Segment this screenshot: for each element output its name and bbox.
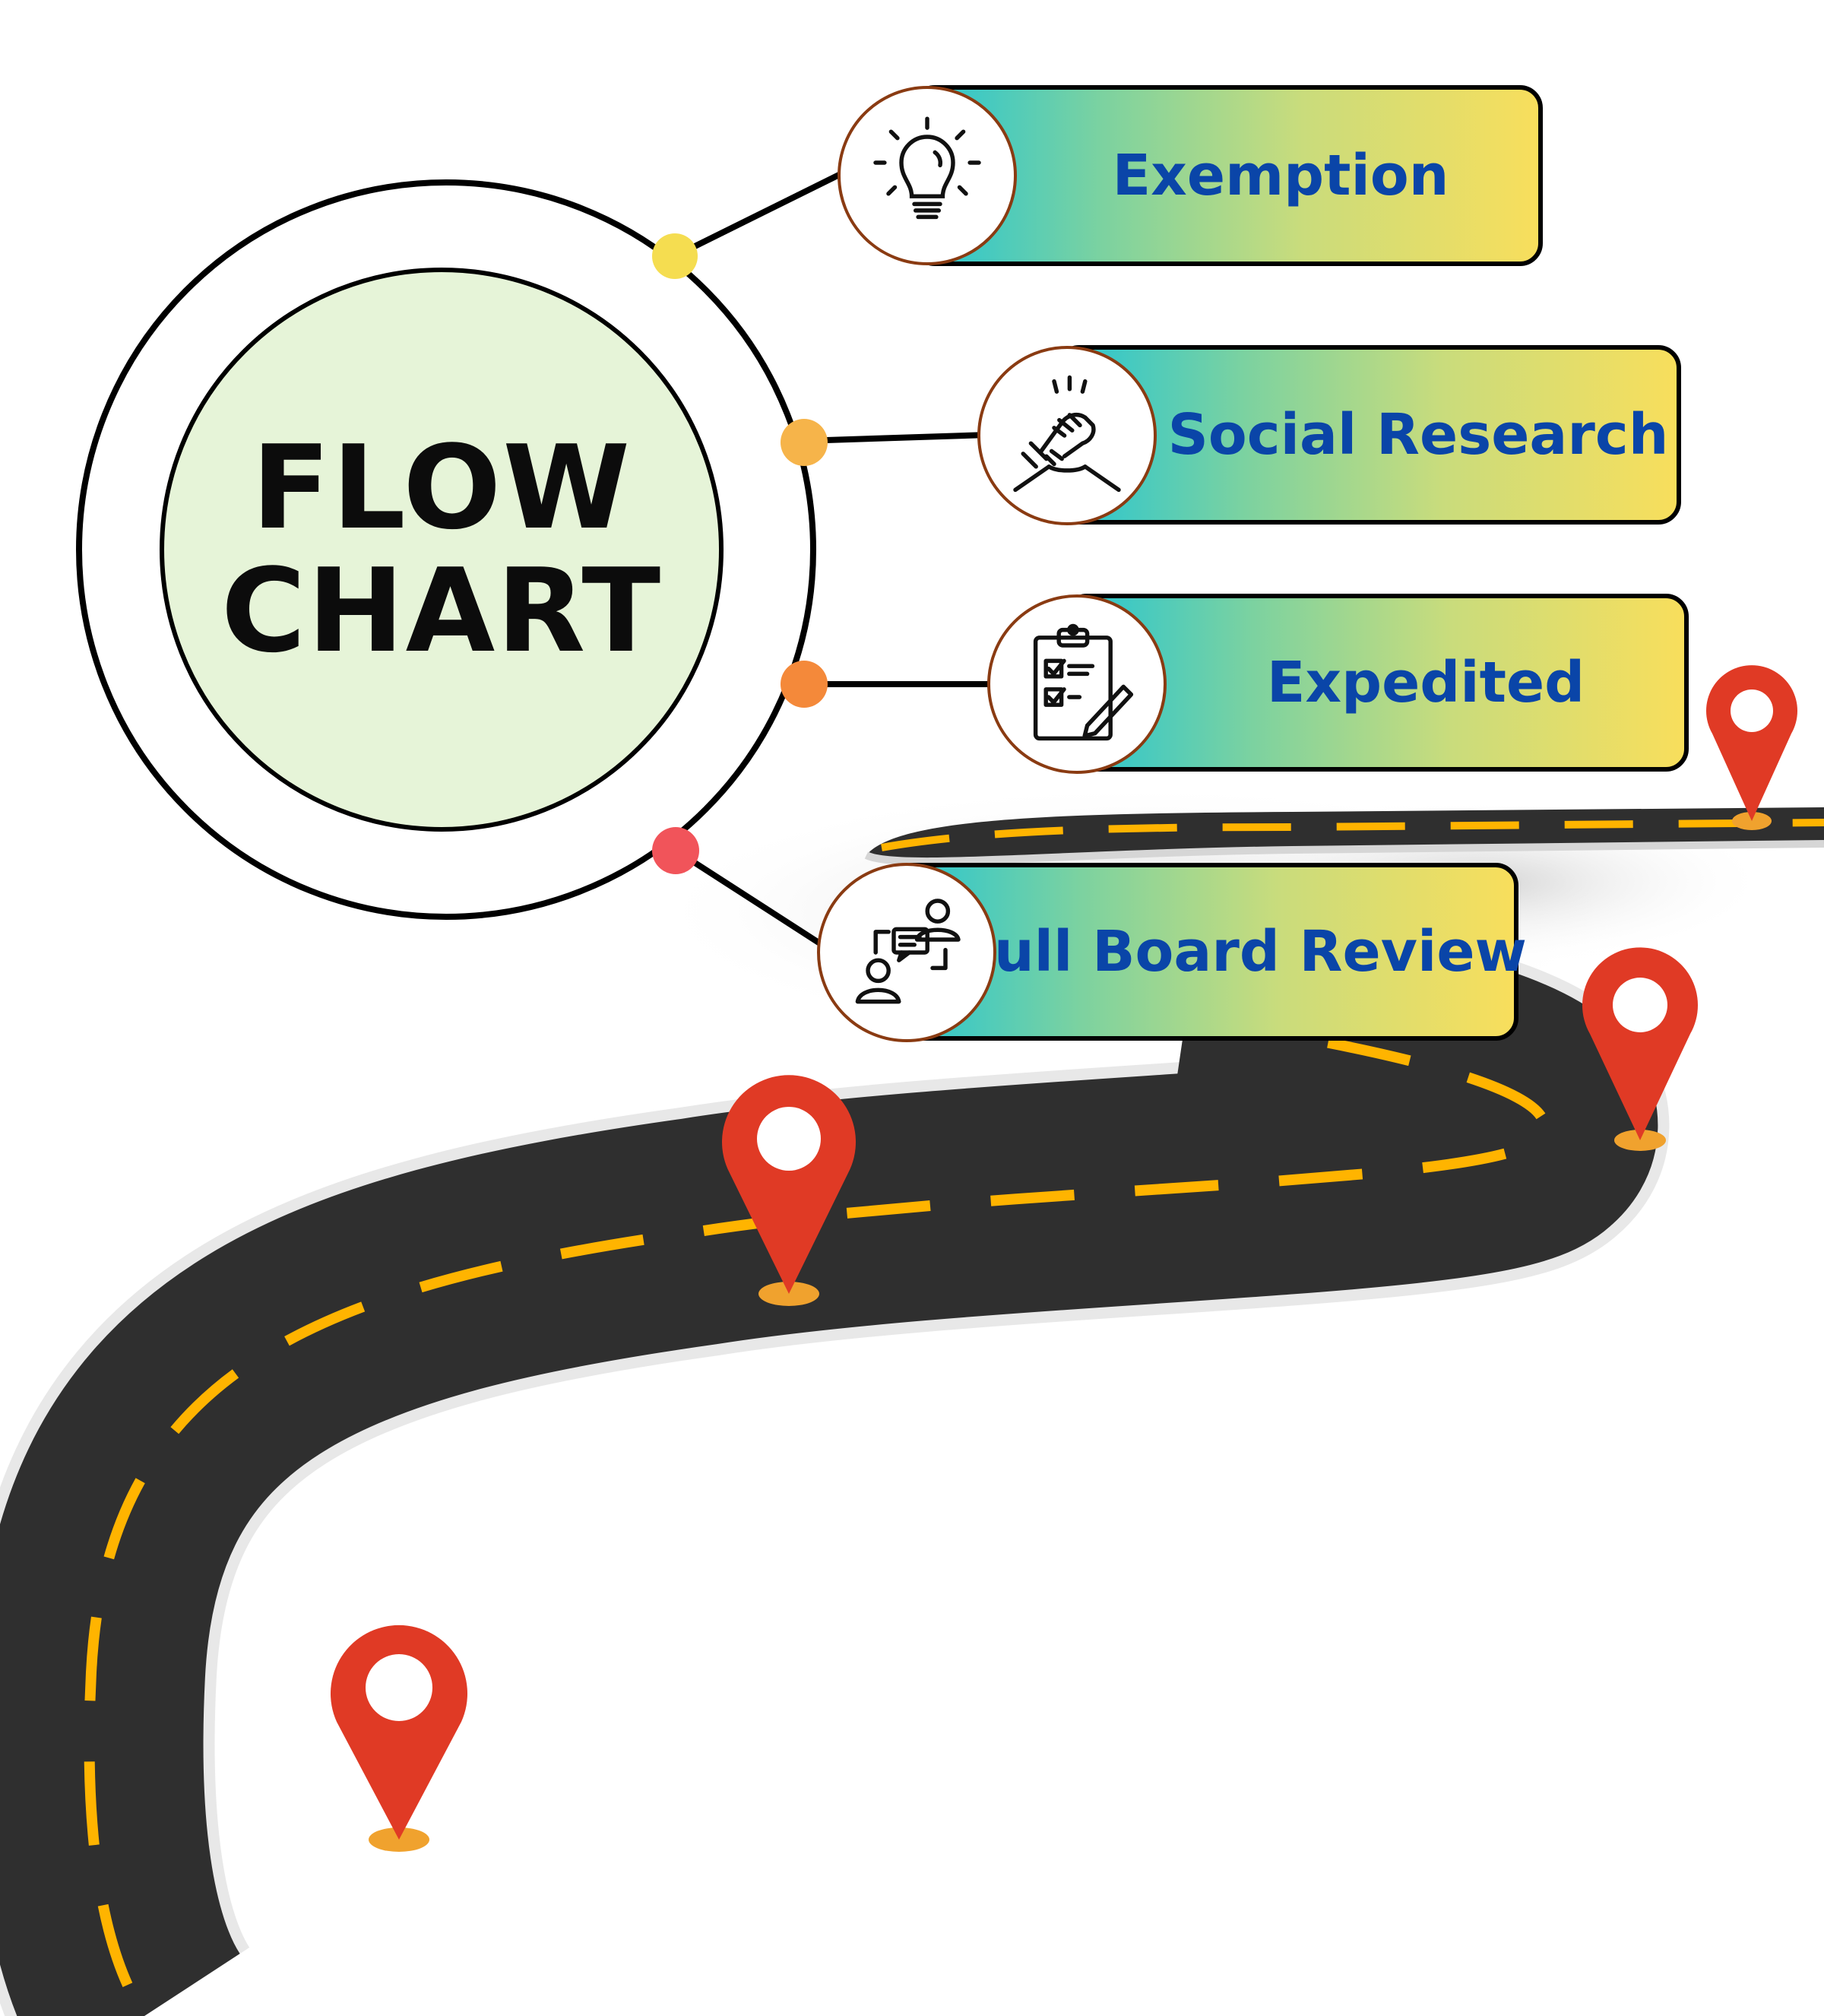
- step-exemption-pill: Exemption: [912, 85, 1543, 266]
- connector-social-research: [803, 432, 989, 444]
- connector-full-board-review: [673, 847, 827, 949]
- connector-exemption: [673, 170, 845, 259]
- road-lane-markings: [84, 1013, 1550, 2016]
- junction-dot-full-board-review: [652, 827, 699, 874]
- map-pin-icon: [722, 1075, 856, 1306]
- junction-dot-expedited: [781, 661, 828, 708]
- step-full-board-review-pill: Full Board Review: [891, 863, 1527, 1041]
- clipboard-checklist-icon: [1033, 623, 1134, 741]
- step-full-board-review-icon-disc: [817, 863, 996, 1042]
- step-expedited-icon-disc: [987, 594, 1167, 774]
- step-expedited-label: Expedited: [1266, 650, 1585, 715]
- junction-dot-exemption: [652, 233, 698, 279]
- title-line-2: CHART: [220, 544, 663, 678]
- handshake-icon: [1013, 375, 1121, 493]
- discussion-icon: [855, 899, 961, 1004]
- road-upper-segment: [864, 807, 1824, 866]
- step-social-research-pill: Social Research: [1056, 345, 1681, 525]
- step-exemption-label: Exemption: [1112, 143, 1449, 208]
- junction-dot-social-research: [781, 419, 828, 466]
- step-social-research-icon-disc: [977, 346, 1157, 525]
- title-circle: FLOW CHART: [160, 268, 724, 832]
- map-pin-icon: [331, 1625, 467, 1852]
- step-full-board-review-label: Full Board Review: [958, 919, 1527, 984]
- step-exemption-icon-disc: [838, 86, 1017, 265]
- map-pin-icon: [1706, 665, 1797, 830]
- map-pin-icon: [1582, 947, 1698, 1151]
- step-social-research-label: Social Research: [1167, 402, 1669, 468]
- lightbulb-icon: [873, 116, 981, 220]
- title-line-1: FLOW: [251, 420, 632, 555]
